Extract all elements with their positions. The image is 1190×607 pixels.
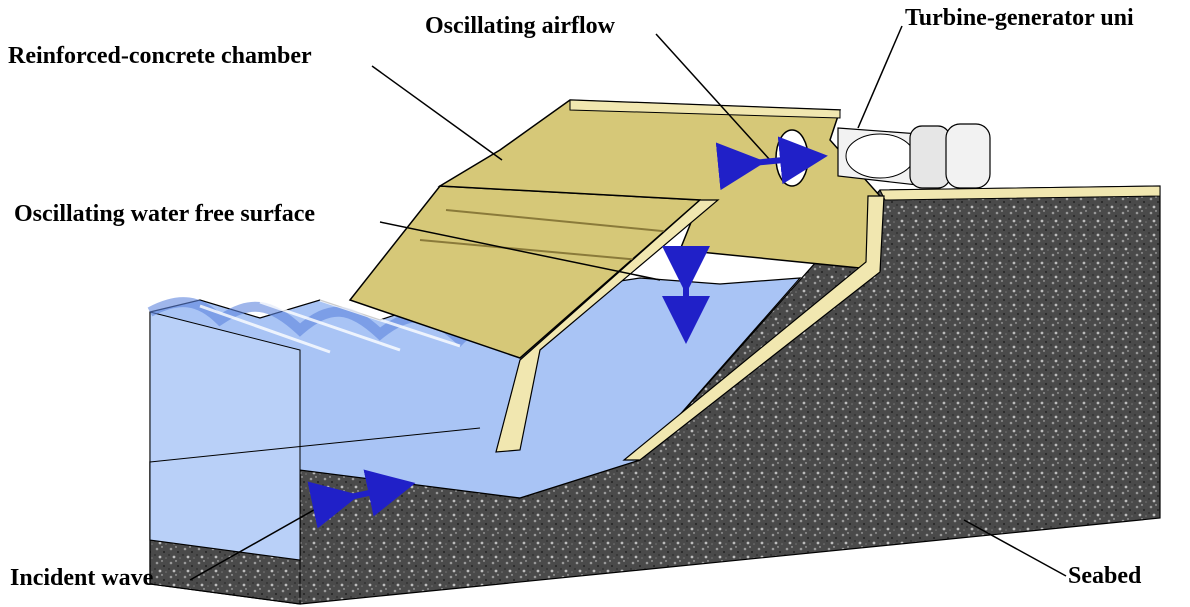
turbine-generator-unit — [837, 123, 991, 189]
leader-chamber — [371, 65, 503, 161]
label-concrete-chamber: Reinforced-concrete chamber — [8, 43, 312, 69]
label-oscillating-airflow: Oscillating airflow — [425, 13, 615, 39]
wave-crest-lines — [199, 298, 461, 354]
chamber-rib-2 — [419, 239, 641, 261]
label-turbine-generator: Turbine-generator uni — [905, 5, 1134, 31]
water-front-face — [149, 311, 301, 561]
label-incident-wave: Incident wave — [10, 565, 154, 591]
leader-turbine — [857, 25, 903, 129]
label-seabed: Seabed — [1068, 563, 1142, 589]
chamber-skirt — [495, 199, 720, 453]
wave-crests — [147, 297, 524, 347]
leader-seabed — [963, 519, 1067, 577]
water-perspective-line — [149, 427, 481, 463]
incident-wave-arrow — [307, 469, 416, 529]
label-water-free-surface: Oscillating water free surface — [14, 201, 316, 227]
chamber-rib-1 — [445, 209, 673, 233]
leader-surface — [379, 221, 661, 281]
leader-incident — [189, 501, 329, 581]
chamber-inner-wall — [622, 195, 885, 461]
chamber-roof-top — [569, 99, 841, 119]
airflow-arrow — [715, 136, 828, 191]
